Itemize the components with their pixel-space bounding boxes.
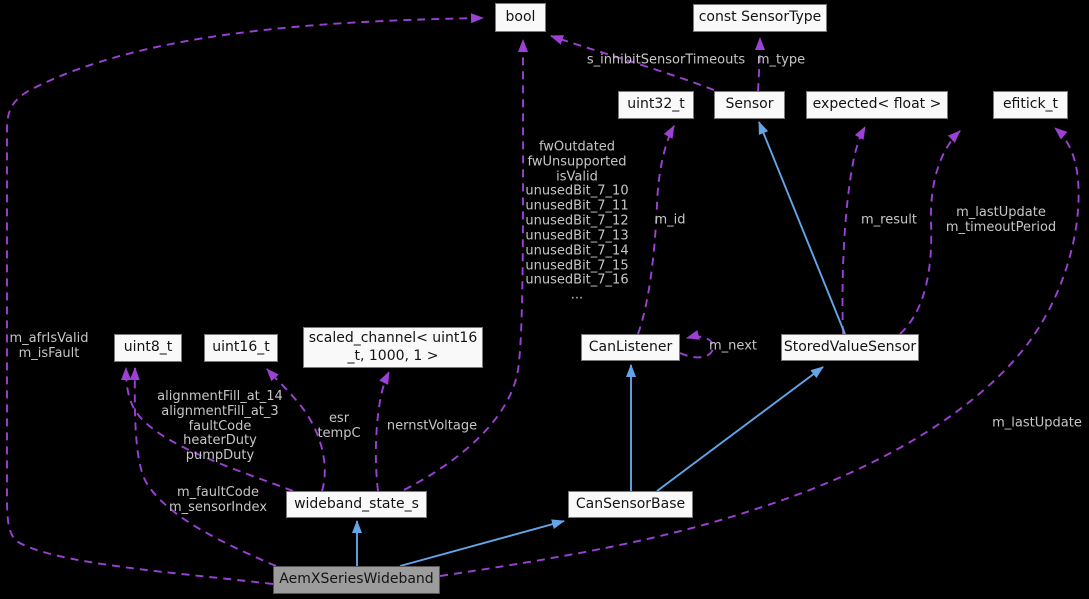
edge-label-m-type: m_type bbox=[756, 52, 806, 68]
edge-svs-efitick bbox=[899, 130, 961, 335]
edge-wb-uint16 bbox=[266, 368, 326, 492]
edge-aem-efitick bbox=[439, 127, 1080, 577]
edge-aem-bool bbox=[6, 13, 484, 585]
node-scaled-channel[interactable]: scaled_channel< uint16 _t, 1000, 1 > bbox=[303, 327, 483, 368]
edge-label-fw-bits: fwOutdated fwUnsupported isValid unusedB… bbox=[525, 139, 629, 303]
edge-label-m-result: m_result bbox=[861, 212, 917, 228]
node-const-sensortype[interactable]: const SensorType bbox=[693, 4, 827, 32]
edge-label-s-inhibitsensortimeouts: s_inhibitSensorTimeouts bbox=[586, 52, 746, 68]
edge-label-m-lastupdate: m_lastUpdate bbox=[992, 415, 1082, 431]
edge-svs-expected bbox=[841, 126, 866, 335]
node-sensor[interactable]: Sensor bbox=[714, 91, 785, 119]
node-wideband-state-s[interactable]: wideband_state_s bbox=[286, 491, 427, 518]
node-canlistener[interactable]: CanListener bbox=[581, 334, 680, 361]
edge-aem-csb bbox=[399, 519, 565, 567]
edge-label-nernstvoltage: nernstVoltage bbox=[386, 418, 478, 434]
edge-label-esr-tempc: esr tempC bbox=[317, 411, 361, 441]
edge-sensor-bool bbox=[550, 35, 715, 91]
edge-wb-scaled bbox=[374, 371, 390, 492]
node-storedvaluesensor[interactable]: StoredValueSensor bbox=[781, 334, 919, 361]
edge-label-m-faultcode-sensorindex: m_faultCode m_sensorIndex bbox=[168, 485, 268, 515]
node-uint16-t[interactable]: uint16_t bbox=[204, 334, 278, 362]
edge-label-afrisvalid-isfault: m_afrIsValid m_isFault bbox=[9, 331, 89, 361]
usage-edges bbox=[6, 13, 1080, 585]
edge-aem-uint8 bbox=[129, 367, 277, 567]
node-cansensorbase[interactable]: CanSensorBase bbox=[568, 491, 693, 518]
edge-svs-sensor bbox=[758, 121, 846, 335]
node-uint32-t[interactable]: uint32_t bbox=[618, 91, 694, 119]
edge-csb-svs bbox=[656, 366, 824, 492]
inheritance-edges bbox=[352, 121, 846, 567]
edge-wb-bool bbox=[403, 39, 529, 491]
edge-wb-uint8 bbox=[121, 367, 294, 492]
edge-label-alignment-fields: alignmentFill_at_14 alignmentFill_at_3 f… bbox=[157, 388, 283, 464]
edge-label-m-lastupdate-timeout: m_lastUpdate m_timeoutPeriod bbox=[945, 205, 1057, 235]
edge-cl-self bbox=[679, 330, 714, 359]
node-uint8-t[interactable]: uint8_t bbox=[114, 334, 182, 362]
edge-cl-uint32 bbox=[637, 125, 675, 335]
node-expected-float[interactable]: expected< float > bbox=[806, 91, 948, 119]
node-efitick-t[interactable]: efitick_t bbox=[993, 91, 1068, 119]
node-bool[interactable]: bool bbox=[495, 3, 546, 32]
node-aemxserieswideband[interactable]: AemXSeriesWideband bbox=[273, 566, 440, 594]
edge-sensor-sensortype bbox=[754, 37, 765, 92]
edge-label-m-next: m_next bbox=[709, 338, 757, 354]
edge-label-m-id: m_id bbox=[654, 212, 686, 228]
